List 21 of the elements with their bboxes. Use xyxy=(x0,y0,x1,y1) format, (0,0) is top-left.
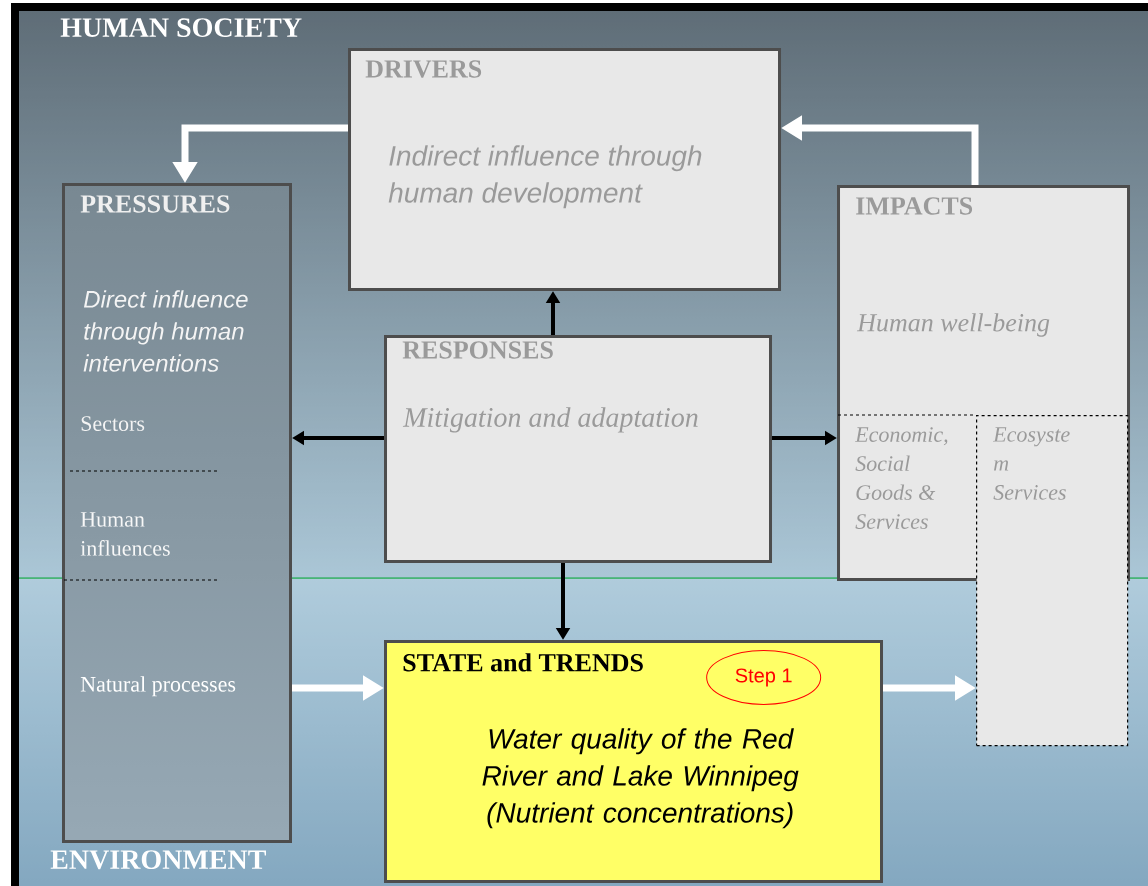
box-heading: DRIVERS xyxy=(365,60,482,78)
box-note: Human influences xyxy=(80,512,170,556)
box-heading: RESPONSES xyxy=(402,341,553,359)
box-description: Water quality of the Red River and Lake Winnipeg (Nutrient concentrations) xyxy=(482,728,799,829)
box-heading: Ecosyste m Services xyxy=(992,427,1070,500)
box-description: Human well-being xyxy=(856,313,1050,337)
box-note: Sectors xyxy=(81,416,145,431)
box-note: Economic, Social Goods & Services xyxy=(854,427,948,529)
box-description: Mitigation and adaptation xyxy=(402,407,698,433)
box-heading: IMPACTS xyxy=(856,197,973,215)
process-box xyxy=(62,183,292,843)
box-note: Natural processes xyxy=(80,676,236,697)
process-box xyxy=(348,48,781,291)
process-box xyxy=(976,415,1129,747)
box-heading: STATE and TRENDS xyxy=(403,653,643,672)
box-heading: PRESSURES xyxy=(80,195,230,213)
region-label: HUMAN SOCIETY xyxy=(60,18,302,37)
process-box xyxy=(384,640,883,883)
box-description: Direct influence through human interventions xyxy=(83,290,248,372)
process-box xyxy=(384,335,772,563)
box-description: Indirect influence through human development xyxy=(388,145,702,209)
